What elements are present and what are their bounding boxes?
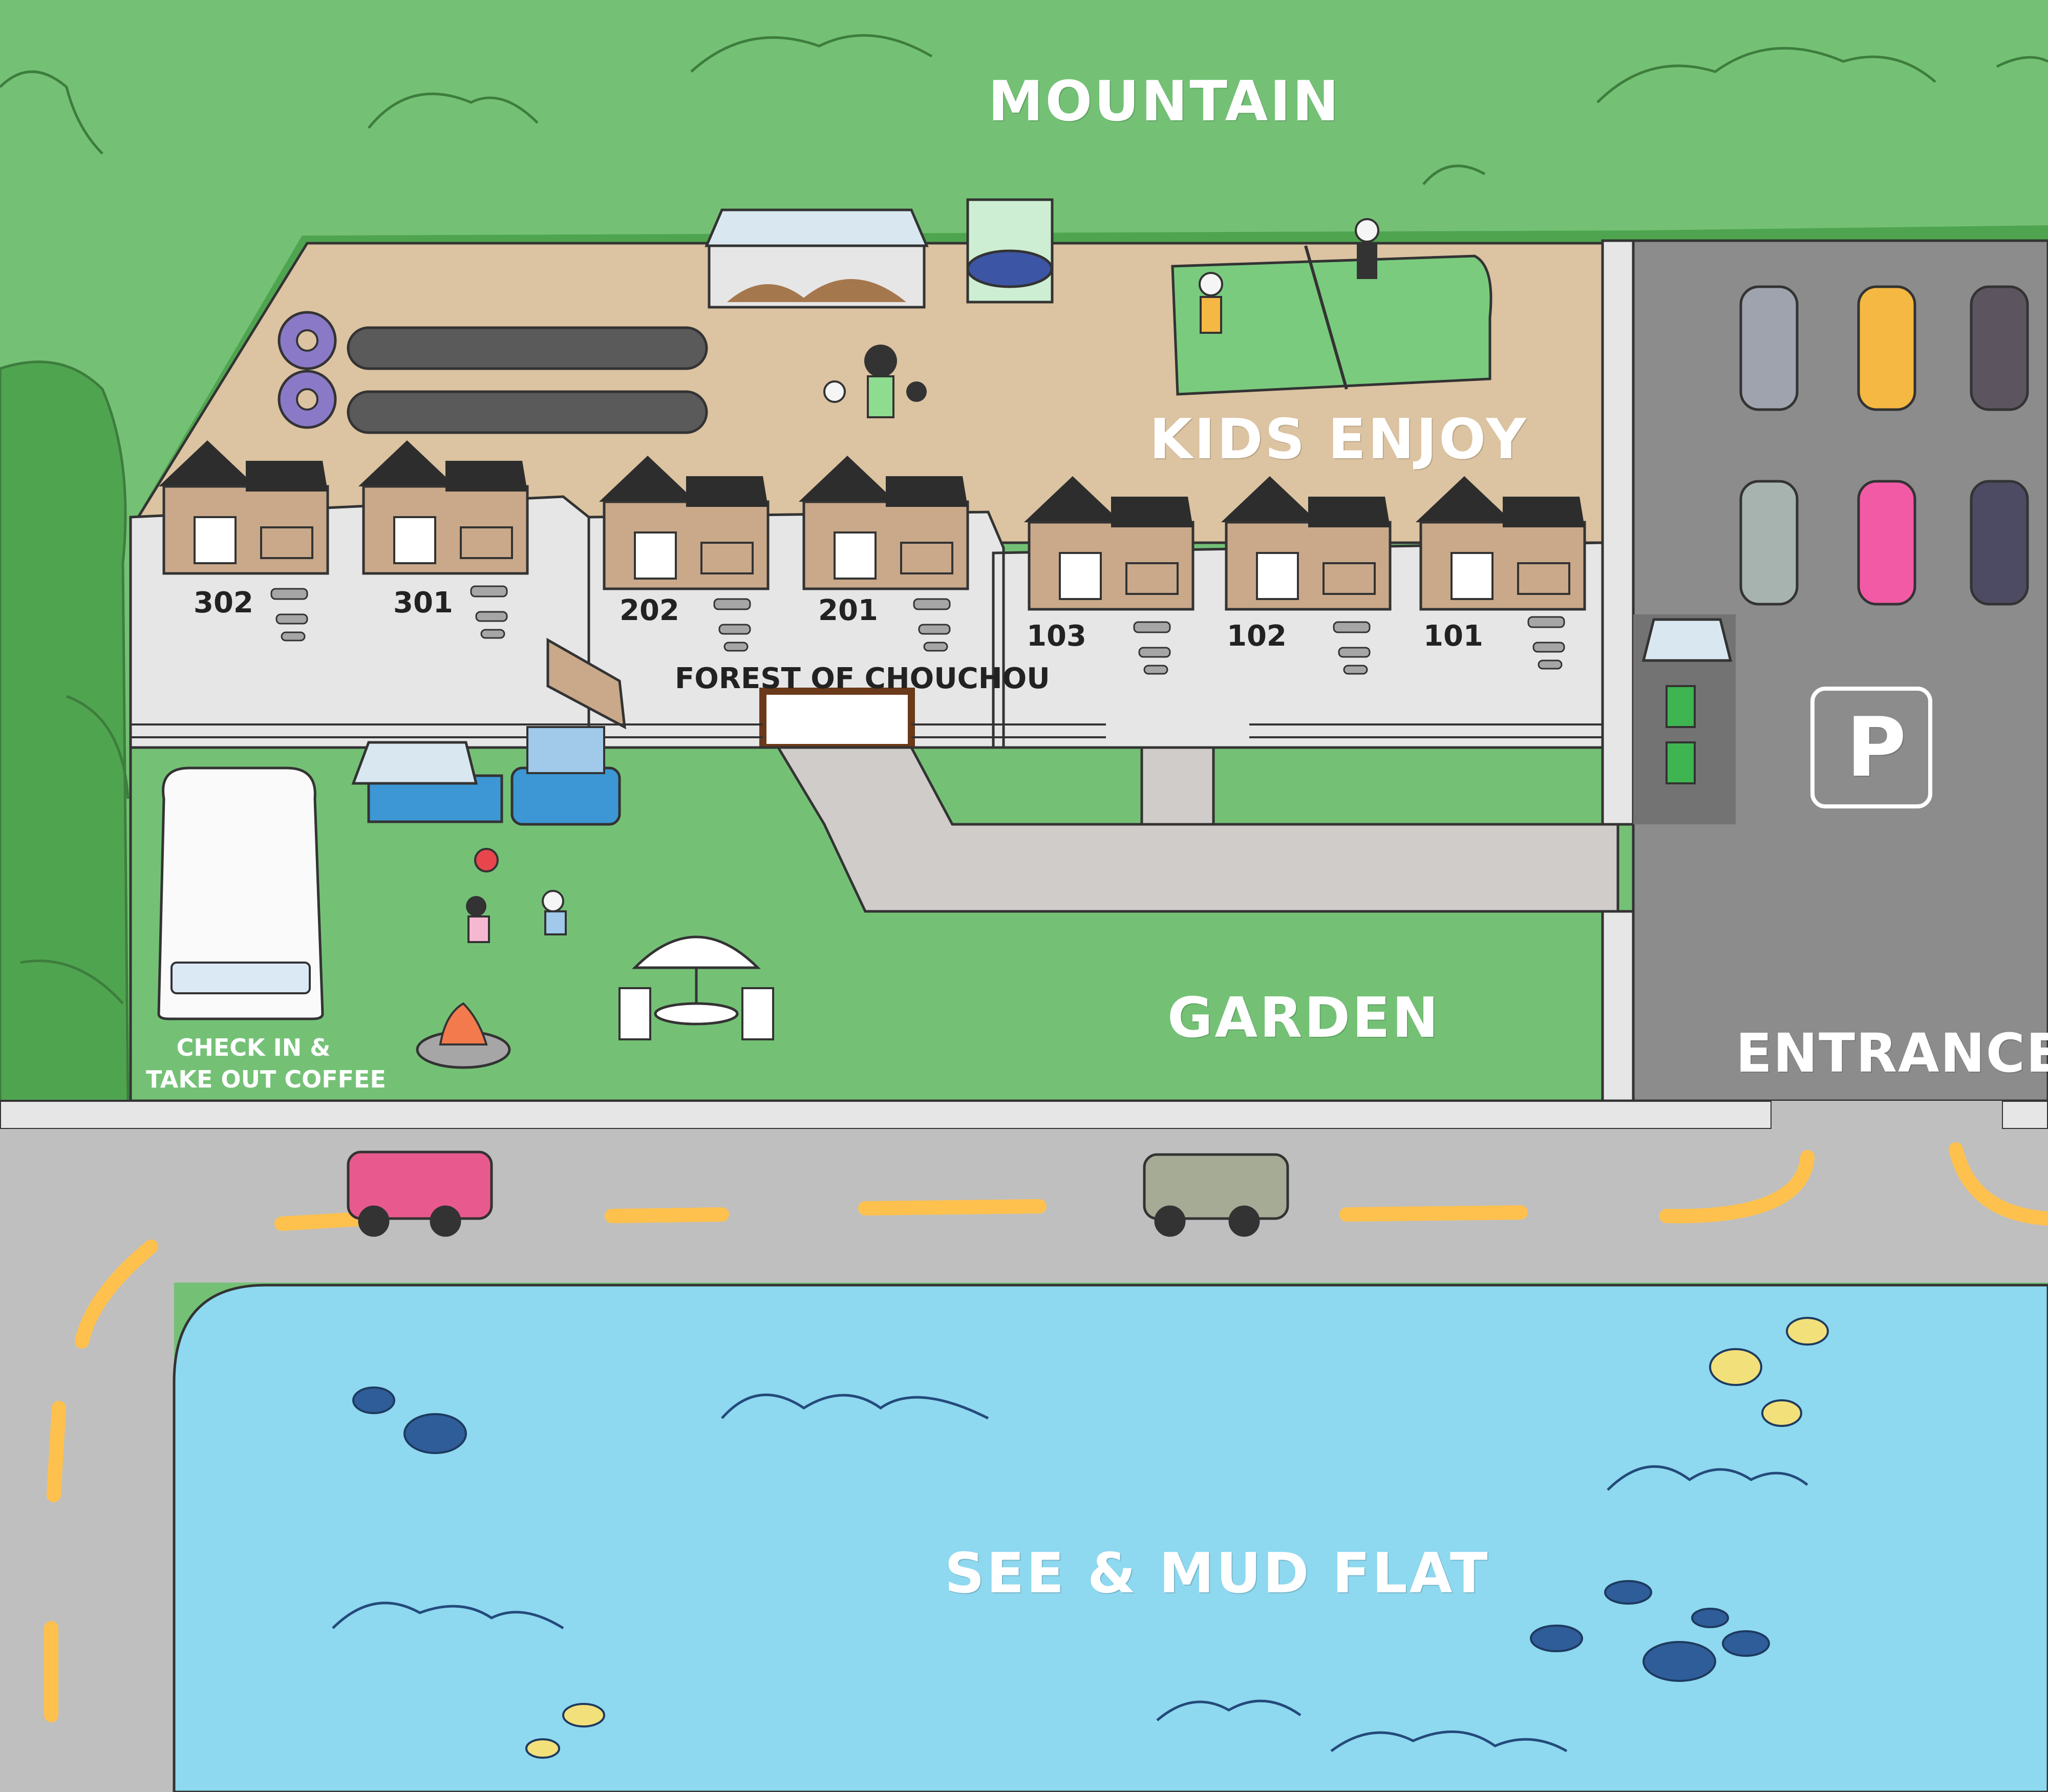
room-201: 201 <box>818 594 878 627</box>
float-tubes <box>278 311 337 429</box>
garden-paths <box>776 746 1619 913</box>
parking-sign <box>1810 687 1932 808</box>
kayaks <box>347 326 708 434</box>
entrance-label: ENTRANCE <box>1736 1022 2048 1084</box>
campfire <box>416 1002 511 1069</box>
mountain-label: MOUNTAIN <box>988 70 1341 134</box>
checkin-label-line1: CHECK IN & <box>176 1034 331 1061</box>
room-301: 301 <box>393 586 453 620</box>
entrance-gate <box>546 637 915 751</box>
checkin-label-line2: TAKE OUT COFFEE <box>146 1065 386 1093</box>
sidewalk <box>0 1100 1773 1130</box>
fences <box>131 723 1603 738</box>
cabins <box>159 440 1586 611</box>
left-forest <box>0 360 130 1107</box>
sea-area <box>173 1284 2048 1792</box>
sea-waves <box>332 1393 1808 1753</box>
sandbox <box>705 208 929 309</box>
family-figures <box>823 345 927 418</box>
checkin-building <box>157 766 324 1020</box>
kiddie-pools <box>351 726 621 826</box>
trampoline <box>966 198 1054 304</box>
sea-label: SEE & MUD FLAT <box>945 1542 1490 1606</box>
parasol-table <box>618 935 774 1040</box>
kids-enjoy-label: KIDS ENJOY <box>1149 408 1528 472</box>
forest-sign-label: FOREST OF CHOUCHOU <box>675 662 1050 695</box>
road-centerline <box>44 1142 2048 1722</box>
room-102: 102 <box>1227 620 1287 653</box>
room-101: 101 <box>1423 620 1483 653</box>
recycling-station <box>1641 618 1733 784</box>
road-cars <box>347 1150 1289 1237</box>
checkin-label: CHECK IN & TAKE OUT COFFEE <box>146 1032 386 1095</box>
fish <box>352 1317 1829 1759</box>
parking-letter: P <box>1846 699 1907 795</box>
room-202: 202 <box>620 594 679 627</box>
garden-label: GARDEN <box>1167 986 1441 1050</box>
parked-cars <box>1739 285 2029 606</box>
stepping-stones <box>270 585 1565 675</box>
badminton-court <box>1171 218 1492 396</box>
mountain-hills <box>0 34 2048 185</box>
room-302: 302 <box>194 586 253 620</box>
playing-kids <box>466 848 567 943</box>
room-103: 103 <box>1027 620 1086 653</box>
